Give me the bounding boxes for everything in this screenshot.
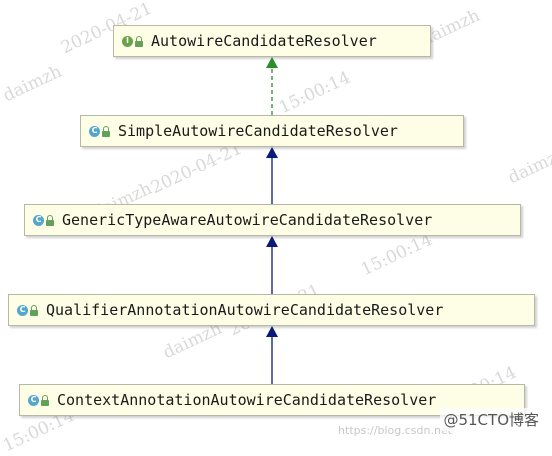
class-node-context-annotation-autowire-candidate-resolver[interactable]: C ContextAnnotationAutowireCandidateReso…: [19, 384, 525, 416]
node-label: SimpleAutowireCandidateResolver: [118, 122, 398, 140]
class-icon: C: [17, 304, 28, 316]
class-node-qualifier-annotation-autowire-candidate-resolver[interactable]: C QualifierAnnotationAutowireCandidateRe…: [8, 294, 535, 326]
lock-icon: [46, 214, 54, 226]
diagram-canvas: [266, 57, 278, 384]
node-label: ContextAnnotationAutowireCandidateResolv…: [57, 391, 437, 409]
site-logo: @51CTO博客: [440, 408, 542, 431]
lock-icon: [30, 304, 38, 316]
edge-arrowhead-implements: [266, 57, 278, 68]
lock-icon: [41, 394, 49, 406]
class-icon: C: [33, 214, 44, 226]
class-icon: C: [89, 125, 100, 137]
class-icon: C: [28, 394, 39, 406]
inheritance-edges: [266, 57, 278, 384]
class-node-simple-autowire-candidate-resolver[interactable]: C SimpleAutowireCandidateResolver: [80, 115, 464, 147]
interface-icon: I: [122, 35, 133, 47]
site-url-watermark: https://blog.csdn.net: [338, 424, 452, 437]
node-label: AutowireCandidateResolver: [151, 32, 377, 50]
edge-arrowhead-extends: [266, 236, 278, 247]
node-label: QualifierAnnotationAutowireCandidateReso…: [46, 301, 444, 319]
node-label: GenericTypeAwareAutowireCandidateResolve…: [62, 211, 433, 229]
edge-arrowhead-extends: [266, 147, 278, 158]
interface-node-autowire-candidate-resolver[interactable]: I AutowireCandidateResolver: [113, 25, 431, 57]
edge-arrowhead-extends: [266, 326, 278, 337]
class-node-generic-type-aware-autowire-candidate-resolver[interactable]: C GenericTypeAwareAutowireCandidateResol…: [24, 204, 521, 236]
lock-icon: [135, 35, 143, 47]
lock-icon: [102, 125, 110, 137]
